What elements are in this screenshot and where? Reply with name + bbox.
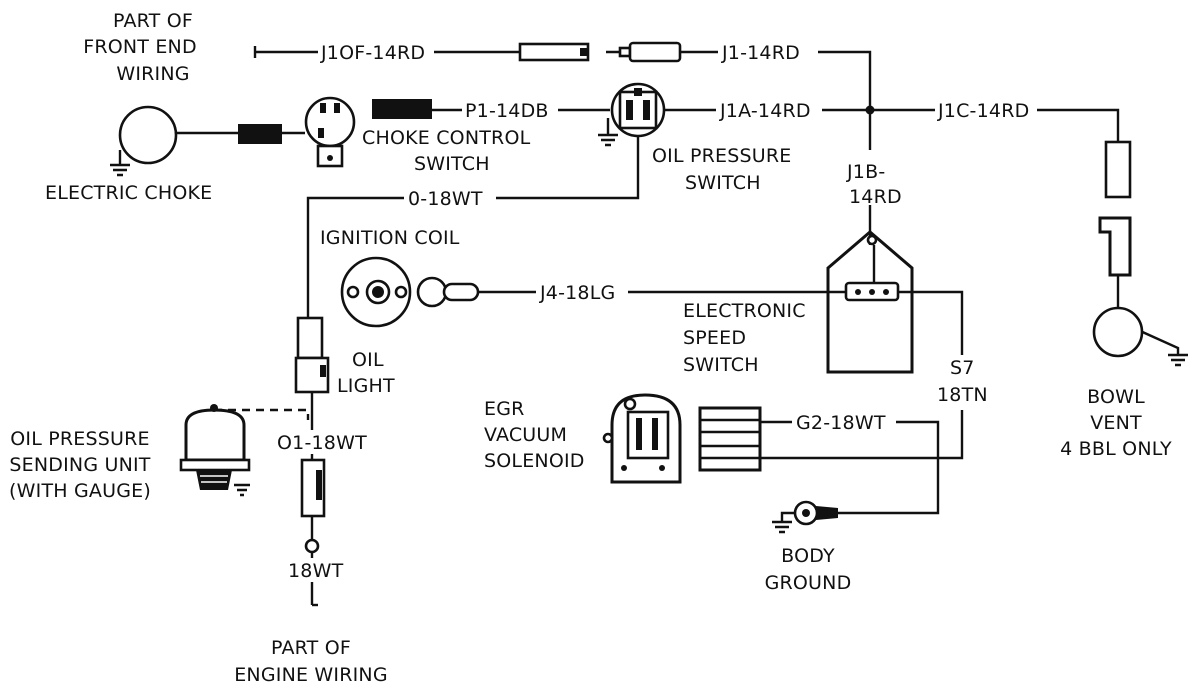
wire-s7: [760, 410, 964, 460]
label-oil-light-1: OIL: [352, 349, 384, 371]
label-opsu-1: OIL PRESSURE: [10, 428, 149, 450]
label-front-end-1: PART OF: [113, 10, 193, 32]
oil-light: [294, 316, 330, 394]
label-oil-pressure-switch-1: OIL PRESSURE: [652, 145, 791, 167]
label-s7-2: 18TN: [937, 384, 988, 406]
egr-vacuum-solenoid: [602, 393, 762, 484]
label-o1: O1-18WT: [277, 432, 367, 454]
label-bowl-3: 4 BBL ONLY: [1060, 438, 1172, 460]
label-ess-2: SPEED: [683, 327, 746, 349]
label-electric-choke: ELECTRIC CHOKE: [45, 182, 212, 204]
label-j1a: J1A-14RD: [719, 100, 811, 122]
label-j4: J4-18LG: [539, 282, 615, 304]
label-opsu-3: (WITH GAUGE): [9, 480, 151, 502]
wire-dashed-sender: [214, 408, 310, 420]
connector-j1of: [518, 41, 682, 63]
label-body-ground-1: BODY: [781, 545, 835, 567]
label-j1c: J1C-14RD: [937, 100, 1029, 122]
bowl-vent: [1092, 140, 1188, 367]
label-j1b-1: J1B-: [846, 161, 885, 183]
oil-pressure-switch: [598, 82, 666, 147]
label-j1: J1-14RD: [721, 42, 800, 64]
labels: PART OF FRONT END WIRING J1OF-14RD J1-14…: [9, 10, 1172, 686]
label-j1b-2: 14RD: [849, 186, 902, 208]
label-oil-light-2: LIGHT: [337, 375, 395, 397]
coil-ring-terminal: [416, 276, 448, 308]
label-j1of: J1OF-14RD: [320, 42, 425, 64]
label-opsu-2: SENDING UNIT: [9, 454, 150, 476]
label-p1: P1-14DB: [465, 100, 549, 122]
label-g2: G2-18WT: [796, 412, 886, 434]
connector-o1: [300, 458, 326, 554]
label-0-18wt: 0-18WT: [408, 188, 483, 210]
label-s7-1: S7: [950, 357, 975, 379]
label-engine-2: ENGINE WIRING: [234, 664, 388, 686]
wire-bowl-ground: [1137, 328, 1180, 355]
label-choke-control-2: SWITCH: [414, 153, 490, 175]
label-egr-1: EGR: [484, 398, 525, 420]
choke-control-switch: [304, 96, 432, 168]
label-egr-2: VACUUM: [484, 424, 567, 446]
junction-dot: [865, 105, 875, 115]
label-ignition-coil: IGNITION COIL: [320, 227, 460, 249]
label-bowl-2: VENT: [1090, 412, 1142, 434]
body-ground: [772, 500, 838, 534]
choke-control-connector: [372, 99, 432, 119]
wire-j4: [478, 290, 964, 355]
label-egr-3: SOLENOID: [484, 450, 585, 472]
electronic-speed-switch: [826, 230, 914, 374]
label-oil-pressure-switch-2: SWITCH: [685, 172, 761, 194]
label-front-end-2: FRONT END: [83, 36, 197, 58]
oil-pressure-sending-unit: [179, 404, 251, 497]
ignition-coil: [340, 256, 480, 328]
wire-g2: [760, 420, 940, 515]
label-18wt: 18WT: [288, 560, 344, 582]
label-body-ground-2: GROUND: [765, 572, 852, 594]
label-engine-1: PART OF: [271, 637, 351, 659]
label-bowl-1: BOWL: [1087, 386, 1145, 408]
choke-connector: [238, 124, 282, 144]
label-ess-3: SWITCH: [683, 354, 759, 376]
label-ess-1: ELECTRONIC: [683, 300, 806, 322]
label-choke-control-1: CHOKE CONTROL: [362, 127, 531, 149]
electric-choke: [110, 105, 282, 177]
label-front-end-3: WIRING: [116, 63, 189, 85]
